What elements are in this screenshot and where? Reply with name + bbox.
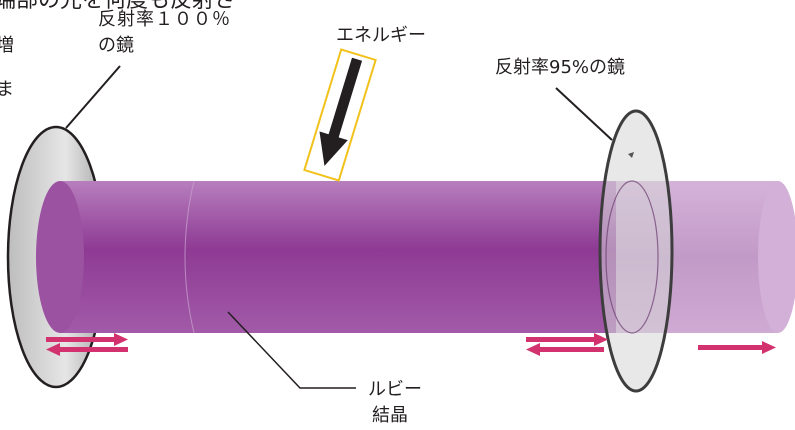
leader-right-mirror	[555, 87, 613, 141]
reflection-arrows-left	[46, 333, 128, 356]
leader-left-mirror	[65, 65, 121, 129]
output-arrow	[698, 341, 776, 354]
energy-label: エネルギー	[336, 25, 426, 46]
leader-ruby	[227, 311, 356, 389]
left-mirror-label: 反射率１００％	[98, 9, 231, 30]
cut-off-side-text-2: ま	[0, 79, 14, 100]
right-mirror-label: 反射率95%の鏡	[495, 57, 626, 78]
ruby-rod	[36, 180, 616, 334]
cut-off-top-text: 端部の光を何度も反射さ	[0, 0, 237, 13]
energy-arrow	[303, 48, 377, 182]
left-mirror-label-2: の鏡	[98, 35, 134, 56]
ruby-label: ルビー	[368, 379, 422, 400]
reflection-arrows-right	[526, 333, 608, 356]
right-mirror	[598, 109, 674, 393]
cut-off-side-text-1: 増	[0, 35, 14, 56]
ruby-label-2: 結晶	[372, 405, 408, 426]
